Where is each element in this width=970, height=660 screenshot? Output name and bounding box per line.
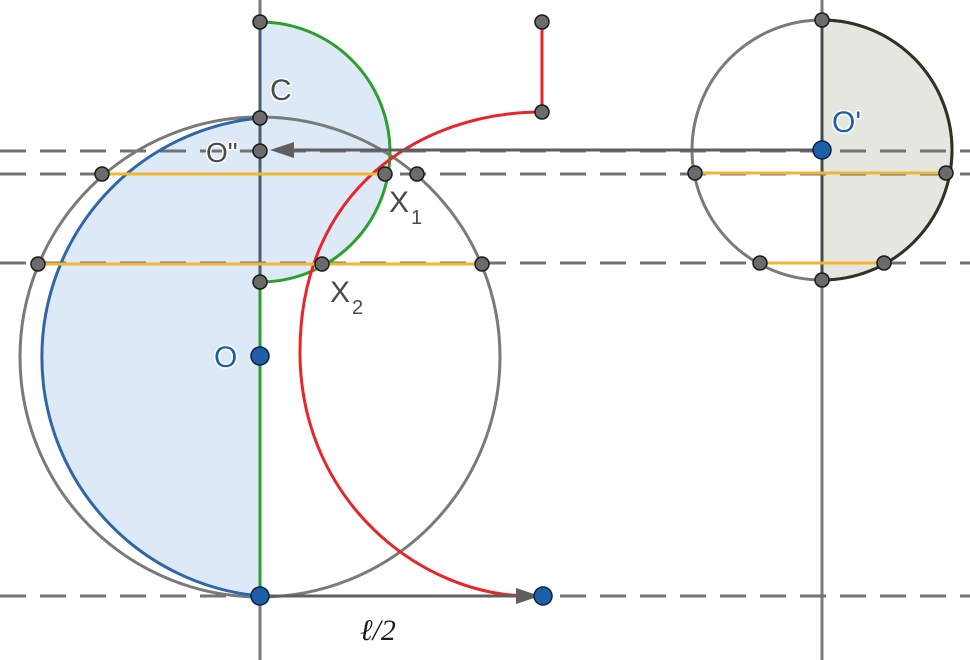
label-c: C	[270, 74, 292, 107]
point-o-double-prime	[252, 143, 268, 159]
label-x1-sub: 1	[411, 207, 422, 229]
label-o: O	[214, 341, 237, 374]
label-o-prime: O'	[832, 106, 861, 139]
point-o-prime	[812, 140, 832, 160]
label-x1-base: X	[389, 186, 409, 219]
red-curve	[298, 22, 544, 598]
point-bottom-origin	[250, 586, 270, 606]
point-right-circle-right	[938, 165, 954, 181]
blue-half-circle-arc	[40, 116, 261, 598]
point-red-corner	[534, 104, 550, 120]
point-o	[250, 346, 270, 366]
point-right-circle-left	[687, 165, 703, 181]
point-ell-half-end	[533, 586, 553, 606]
point-chord-upper-right-end	[409, 166, 425, 182]
left-half-disk-shade	[41, 118, 261, 596]
point-chord-lower-left-end	[30, 256, 46, 272]
point-right-chord-right	[876, 255, 892, 271]
point-c	[252, 110, 268, 126]
point-right-top-axis	[814, 12, 830, 28]
point-x1	[377, 166, 393, 182]
arrowhead-right	[516, 588, 540, 604]
label-ell-half: ℓ/2	[360, 614, 396, 647]
label-x2-sub: 2	[352, 297, 363, 319]
point-green-arc-bottom	[252, 274, 268, 290]
arrowhead-left	[270, 142, 294, 158]
point-right-chord-left	[752, 255, 768, 271]
point-chord-lower-right-end	[474, 256, 490, 272]
point-chord-upper-left-end	[94, 166, 110, 182]
label-x2-base: X	[330, 276, 350, 309]
label-o-double-prime: O"	[206, 137, 238, 168]
point-x2	[314, 256, 330, 272]
point-right-circle-bottom	[814, 272, 830, 288]
point-top-left-axis	[252, 14, 268, 30]
point-red-top	[534, 14, 550, 30]
